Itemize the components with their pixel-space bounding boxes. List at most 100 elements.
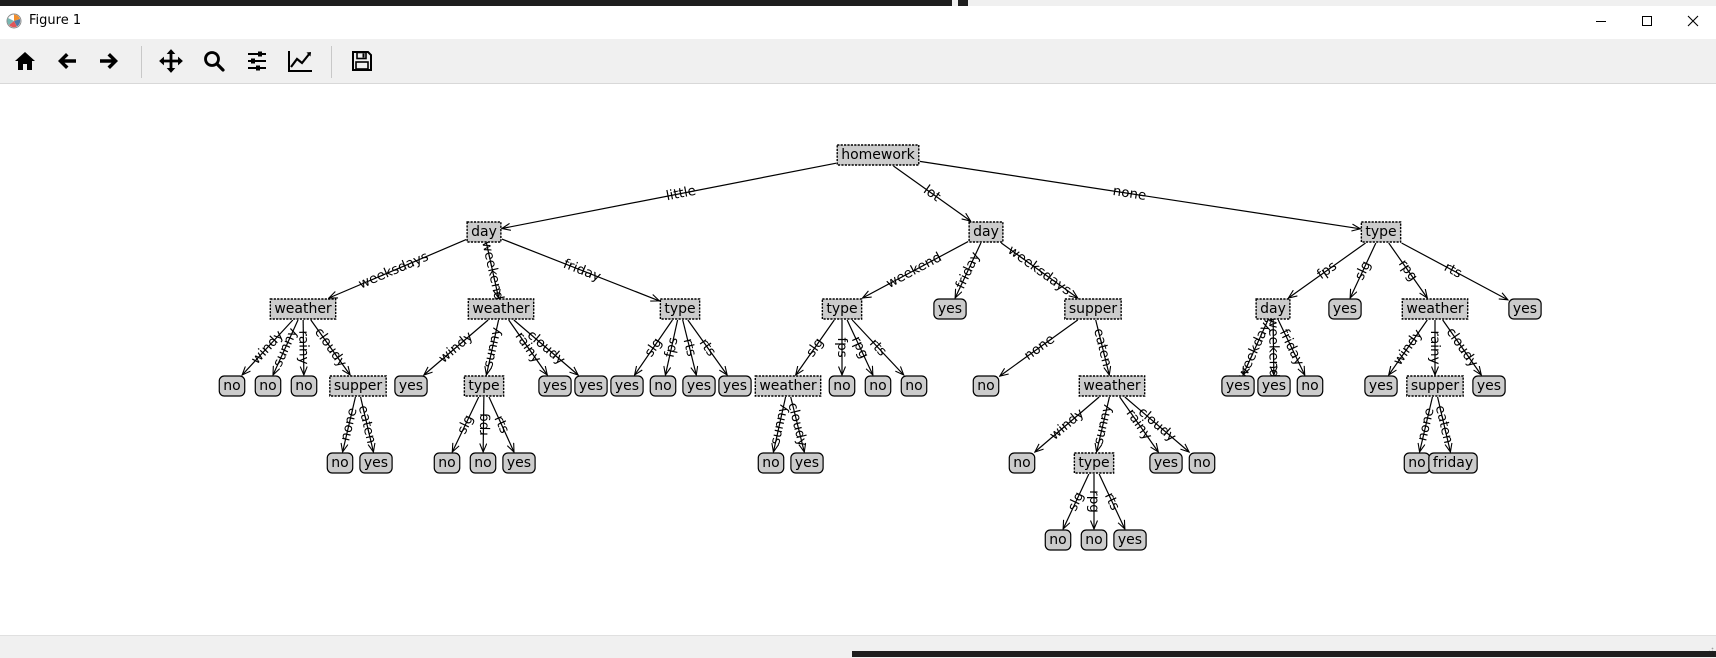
- tree-edge-arrow: [1442, 319, 1482, 375]
- tree-edge-arrow: [955, 242, 982, 298]
- forward-button[interactable]: [91, 43, 127, 79]
- leaf-node: [757, 452, 785, 474]
- leaf-node: [1044, 529, 1072, 551]
- leaf-node: [610, 375, 644, 397]
- leaf-node: [1080, 529, 1108, 551]
- toolbar-separator: [141, 46, 142, 78]
- leaf-node: [1364, 375, 1398, 397]
- tree-edge-arrow: [1097, 396, 1111, 452]
- tree-edge-label: cloudy: [784, 401, 810, 448]
- tree-node-label: yes: [364, 455, 388, 471]
- decision-node: [329, 375, 387, 397]
- tree-edge-label: rts: [680, 337, 700, 358]
- tree-edge-arrow: [303, 319, 304, 375]
- leaf-node: [1428, 452, 1478, 474]
- floppy-disk-icon: [352, 51, 372, 71]
- leaf-node: [218, 375, 246, 397]
- tree-edge-arrow: [1000, 319, 1079, 376]
- leaf-node: [574, 375, 608, 397]
- tree-edge-arrow: [343, 396, 357, 452]
- configure-subplots-button[interactable]: [239, 43, 275, 79]
- tree-edge-arrow: [1243, 319, 1269, 375]
- line-chart-icon: [288, 51, 312, 72]
- tree-node-label: type: [468, 378, 499, 394]
- save-figure-button[interactable]: [344, 43, 380, 79]
- tree-node-label: type: [826, 301, 857, 317]
- figure-window: Figure 1: [0, 6, 1716, 658]
- background-taskbar-strip: [852, 651, 1716, 657]
- tree-edge-arrow: [682, 319, 697, 375]
- tree-node-label: no: [223, 378, 240, 394]
- tree-edge-arrow: [635, 319, 673, 375]
- back-button[interactable]: [49, 43, 85, 79]
- tree-node-label: yes: [615, 378, 639, 394]
- tree-node-label: yes: [1513, 301, 1537, 317]
- tree-edge-label: none: [1414, 406, 1437, 442]
- tree-edge-label: little: [665, 183, 698, 205]
- pan-button[interactable]: [153, 43, 189, 79]
- tree-node-label: no: [1301, 378, 1318, 394]
- decision-node: [754, 375, 822, 397]
- maximize-icon: [1642, 16, 1652, 26]
- leaf-node: [790, 452, 824, 474]
- tree-edge-label: weekend: [478, 239, 507, 301]
- leaf-node: [469, 452, 497, 474]
- leaf-node: [1221, 375, 1255, 397]
- tree-edge-label: fps: [662, 336, 682, 359]
- zoom-button[interactable]: [196, 43, 232, 79]
- tree-edge-label: weeksdays: [356, 249, 431, 293]
- tree-edge-label: slg: [803, 335, 827, 360]
- decision-node: [821, 298, 863, 320]
- tree-edge-arrow: [773, 396, 787, 452]
- leaf-node: [394, 375, 428, 397]
- tree-node-label: yes: [399, 378, 423, 394]
- minimize-button[interactable]: [1578, 6, 1624, 36]
- navigation-toolbar: [0, 39, 1716, 84]
- tree-node-label: supper: [334, 378, 383, 394]
- tree-node-label: yes: [543, 378, 567, 394]
- tree-node-label: no: [1049, 532, 1066, 548]
- tree-edge-arrow: [359, 396, 374, 452]
- tree-edge-label: friday: [953, 249, 984, 291]
- tree-node-label: no: [869, 378, 886, 394]
- tree-edges: [242, 160, 1508, 529]
- tree-node-label: day: [973, 224, 999, 240]
- tree-edge-arrow: [796, 319, 835, 375]
- edit-axes-button[interactable]: [282, 43, 318, 79]
- close-button[interactable]: [1670, 6, 1716, 36]
- title-bar[interactable]: Figure 1: [0, 6, 1716, 36]
- toolbar-separator: [331, 46, 332, 78]
- leaf-node: [1472, 375, 1506, 397]
- leaf-node: [718, 375, 752, 397]
- tree-node-label: no: [905, 378, 922, 394]
- maximize-button[interactable]: [1624, 6, 1670, 36]
- decision-node: [1406, 375, 1464, 397]
- tree-node-label: weather: [1083, 378, 1141, 394]
- tree-edge-arrow: [1063, 473, 1090, 529]
- leaf-node: [864, 375, 892, 397]
- tree-edge-arrow: [790, 396, 805, 452]
- tree-edge-arrow: [502, 162, 837, 228]
- sliders-icon: [248, 51, 266, 71]
- tree-edge-arrow: [483, 396, 484, 452]
- tree-edge-arrow: [1389, 319, 1428, 375]
- tree-edge-label: weekend: [884, 249, 945, 292]
- tree-node-label: no: [1085, 532, 1102, 548]
- background-window-dark: [0, 0, 952, 6]
- tree-node-label: no: [833, 378, 850, 394]
- tree-edge-label: rpg: [475, 413, 491, 436]
- tree-node-label: no: [1408, 455, 1425, 471]
- tree-edge-arrow: [1277, 319, 1304, 375]
- tree-edge-label: eaten: [355, 404, 379, 445]
- tree-edge-label: slg: [1065, 489, 1088, 513]
- tree-edge-label: rts: [491, 413, 513, 436]
- tree-edge-arrow: [424, 319, 489, 375]
- tree-node-label: homework: [841, 147, 915, 163]
- home-button[interactable]: [7, 43, 43, 79]
- tree-node-label: weather: [759, 378, 817, 394]
- leaf-node: [1113, 529, 1147, 551]
- tree-edge-arrow: [1288, 242, 1366, 298]
